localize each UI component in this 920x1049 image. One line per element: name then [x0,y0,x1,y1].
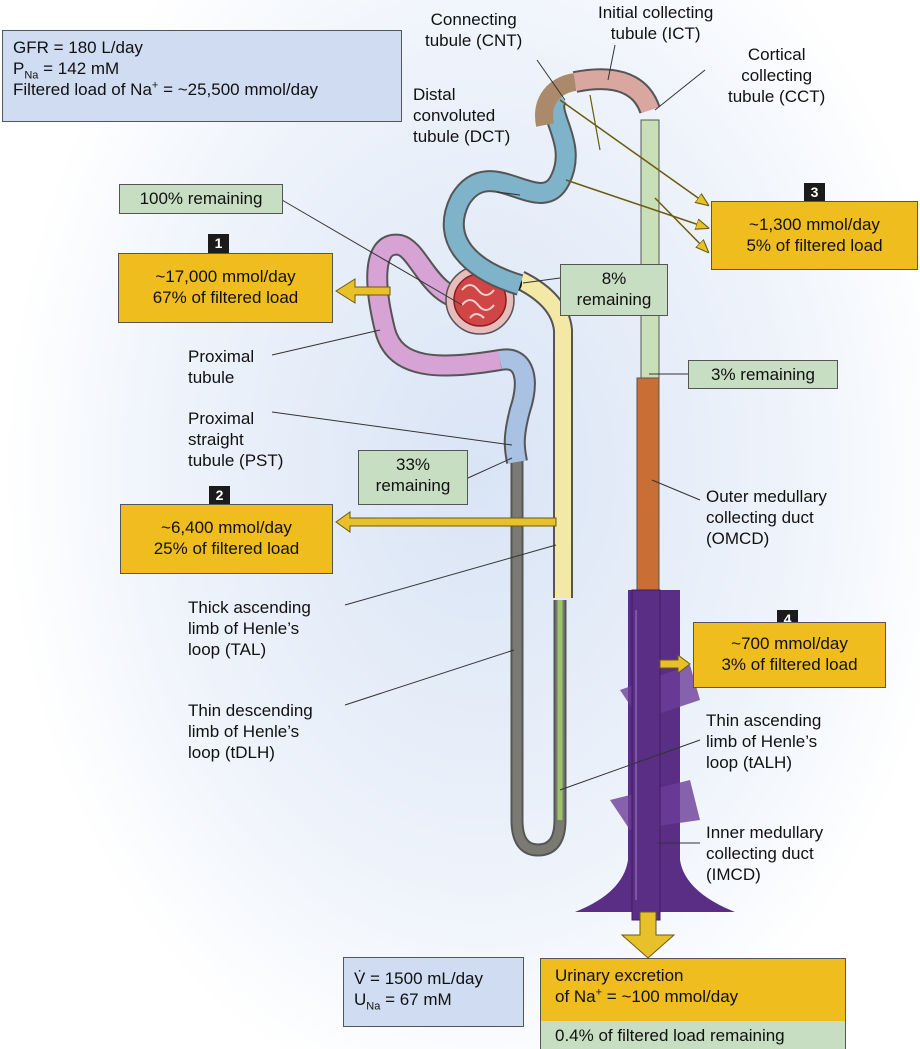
filtration-info-box: GFR = 180 L/day PNa = 142 mM Filtered lo… [2,30,402,122]
urine-info-box: V̇ = 1500 mL/day UNa = 67 mM [343,957,524,1027]
filtered-load-text: Filtered load of Na+ = ~25,500 mmol/day [13,79,319,99]
excretion-remaining: 0.4% of filtered load remaining [541,1021,845,1049]
excretion-arrow [620,911,676,959]
proximal-tubule [366,233,536,464]
step-3-badge: 3 [804,183,825,202]
remaining-8-box: 8%remaining [560,264,668,316]
step-2-badge: 2 [209,486,230,505]
leader-lines [271,44,706,844]
urine-na-text: UNa = 67 mM [354,990,452,1013]
gfr-text: GFR = 180 L/day [13,38,143,57]
excretion-amount: Urinary excretion of Na+ = ~100 mmol/day [541,959,845,1021]
plasma-na-text: PNa = 142 mM [13,59,120,82]
loop-of-henle [510,271,573,857]
urine-volume-text: V̇ = 1500 mL/day [354,969,484,988]
excretion-box: Urinary excretion of Na+ = ~100 mmol/day… [540,958,846,1049]
remaining-100-box: 100% remaining [119,184,283,214]
distal-tubule [442,68,661,296]
step-1-badge: 1 [208,234,229,253]
remaining-33-box: 33%remaining [358,450,468,505]
transport-arrows [335,94,708,674]
remaining-3-box: 3% remaining [688,360,838,389]
